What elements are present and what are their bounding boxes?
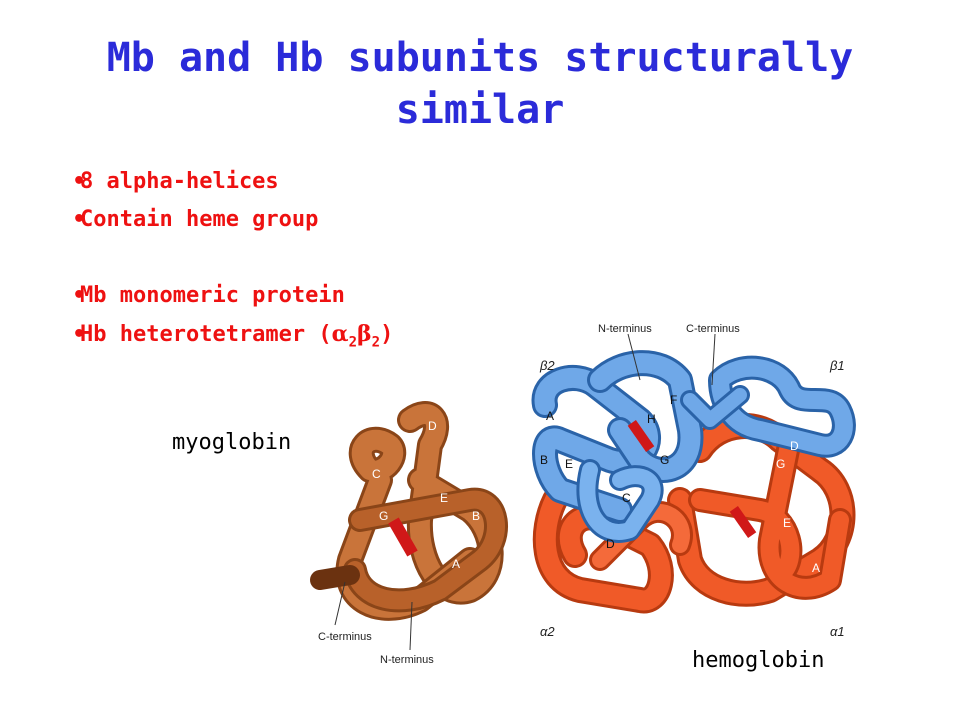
hemoglobin-annotations	[627, 333, 716, 386]
svg-text:F: F	[670, 393, 677, 407]
hemoglobin-label: hemoglobin	[692, 648, 825, 673]
svg-text:H: H	[647, 412, 656, 426]
svg-text:F: F	[708, 555, 715, 569]
bullet-list: •8 alpha-helices •Contain heme group •Mb…	[72, 163, 393, 361]
bullet-item: •Contain heme group	[72, 207, 319, 232]
svg-text:E: E	[565, 457, 573, 471]
svg-text:A: A	[812, 561, 820, 575]
svg-text:D: D	[790, 439, 799, 453]
bullet-item: •Mb monomeric protein	[72, 283, 345, 308]
svg-text:C: C	[718, 457, 727, 471]
alpha2-label: α2	[540, 624, 555, 639]
svg-text:C: C	[372, 467, 381, 481]
svg-text:E: E	[440, 491, 448, 505]
hemoglobin-beta-helix-labels: A B E F G H C D	[540, 393, 677, 551]
svg-text:C: C	[622, 491, 631, 505]
myoglobin-label: myoglobin	[172, 430, 292, 455]
svg-text:G: G	[379, 509, 388, 523]
myoglobin-n-terminus-label: N-terminus	[380, 654, 434, 666]
svg-text:B: B	[540, 453, 548, 467]
svg-text:B: B	[817, 513, 825, 527]
hemoglobin-heme-icons	[627, 420, 757, 538]
alpha1-label: α1	[830, 624, 845, 639]
svg-text:D: D	[428, 419, 437, 433]
svg-text:A: A	[452, 557, 460, 571]
hemoglobin-c-terminus-label: C-terminus	[686, 323, 740, 335]
svg-text:D: D	[606, 537, 615, 551]
myoglobin-structure	[310, 401, 508, 621]
beta2-label: β2	[539, 358, 555, 373]
myoglobin-heme-icon	[388, 517, 418, 557]
hemoglobin-n-terminus-label: N-terminus	[598, 323, 652, 335]
myoglobin-annotations	[334, 581, 413, 651]
svg-text:A: A	[546, 409, 554, 423]
myoglobin-c-terminus-label: C-terminus	[318, 631, 372, 643]
bullet-item: •Hb heterotetramer (α2β2)	[72, 321, 394, 351]
title-line-1: Mb and Hb subunits structurally	[106, 35, 854, 81]
bullet-item: •8 alpha-helices	[72, 169, 279, 194]
svg-text:H: H	[398, 554, 407, 568]
hemoglobin-alpha-helix-labels: C D G H E B F A	[708, 439, 825, 575]
svg-text:G: G	[660, 453, 669, 467]
hemoglobin-beta-subunits	[531, 350, 856, 543]
svg-text:F: F	[378, 571, 385, 585]
svg-text:B: B	[472, 509, 480, 523]
svg-text:E: E	[783, 516, 791, 530]
myoglobin-helix-labels: D C G E B H A F	[372, 419, 480, 585]
slide-title: Mb and Hb subunits structurally similar	[0, 32, 960, 136]
svg-text:H: H	[734, 541, 743, 555]
title-line-2: similar	[395, 87, 565, 133]
svg-text:G: G	[776, 457, 785, 471]
beta1-label: β1	[829, 358, 845, 373]
